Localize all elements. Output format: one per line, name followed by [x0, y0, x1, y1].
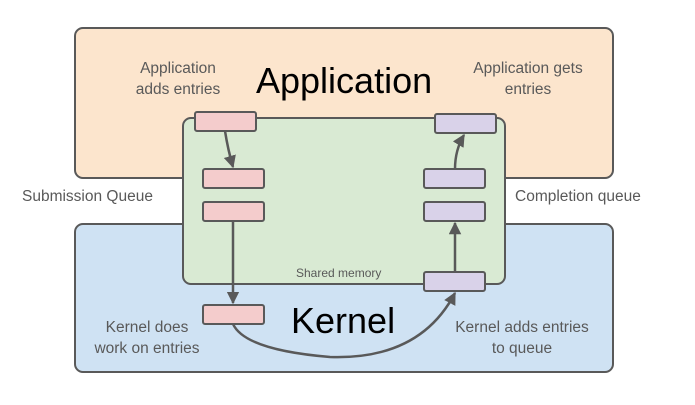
label-line: Kernel does — [105, 319, 189, 336]
completion-entry-retrieved — [434, 113, 497, 134]
label-line: adds entries — [135, 81, 221, 98]
submission-entry — [202, 168, 265, 189]
label-line: Application — [140, 60, 216, 77]
label-line: Application gets — [473, 60, 583, 77]
kernel-does-work-label: Kernel does work on entries — [82, 317, 212, 359]
completion-queue-label: Completion queue — [515, 188, 641, 205]
shared-memory-box — [182, 117, 506, 285]
label-line: Kernel adds entries — [455, 319, 589, 336]
completion-entry-new — [423, 271, 486, 292]
submission-entry-processing — [202, 304, 265, 325]
label-line: work on entries — [94, 340, 200, 357]
app-adds-entries-label: Application adds entries — [128, 58, 228, 100]
submission-queue-label: Submission Queue — [22, 188, 153, 205]
completion-entry — [423, 201, 486, 222]
app-gets-entries-label: Application gets entries — [458, 58, 598, 100]
submission-entry-new — [194, 111, 257, 132]
submission-entry — [202, 201, 265, 222]
completion-entry — [423, 168, 486, 189]
kernel-adds-entries-label: Kernel adds entries to queue — [442, 317, 602, 359]
arrow-app-to-submission — [223, 130, 236, 169]
arrow-kernel-work-to-completion — [231, 291, 457, 359]
application-title: Application — [256, 60, 433, 101]
arrow-completion-to-app — [452, 133, 466, 170]
label-line: to queue — [491, 340, 553, 357]
kernel-title: Kernel — [291, 300, 396, 341]
label-line: entries — [504, 81, 552, 98]
shared-memory-label: Shared memory — [296, 266, 382, 280]
